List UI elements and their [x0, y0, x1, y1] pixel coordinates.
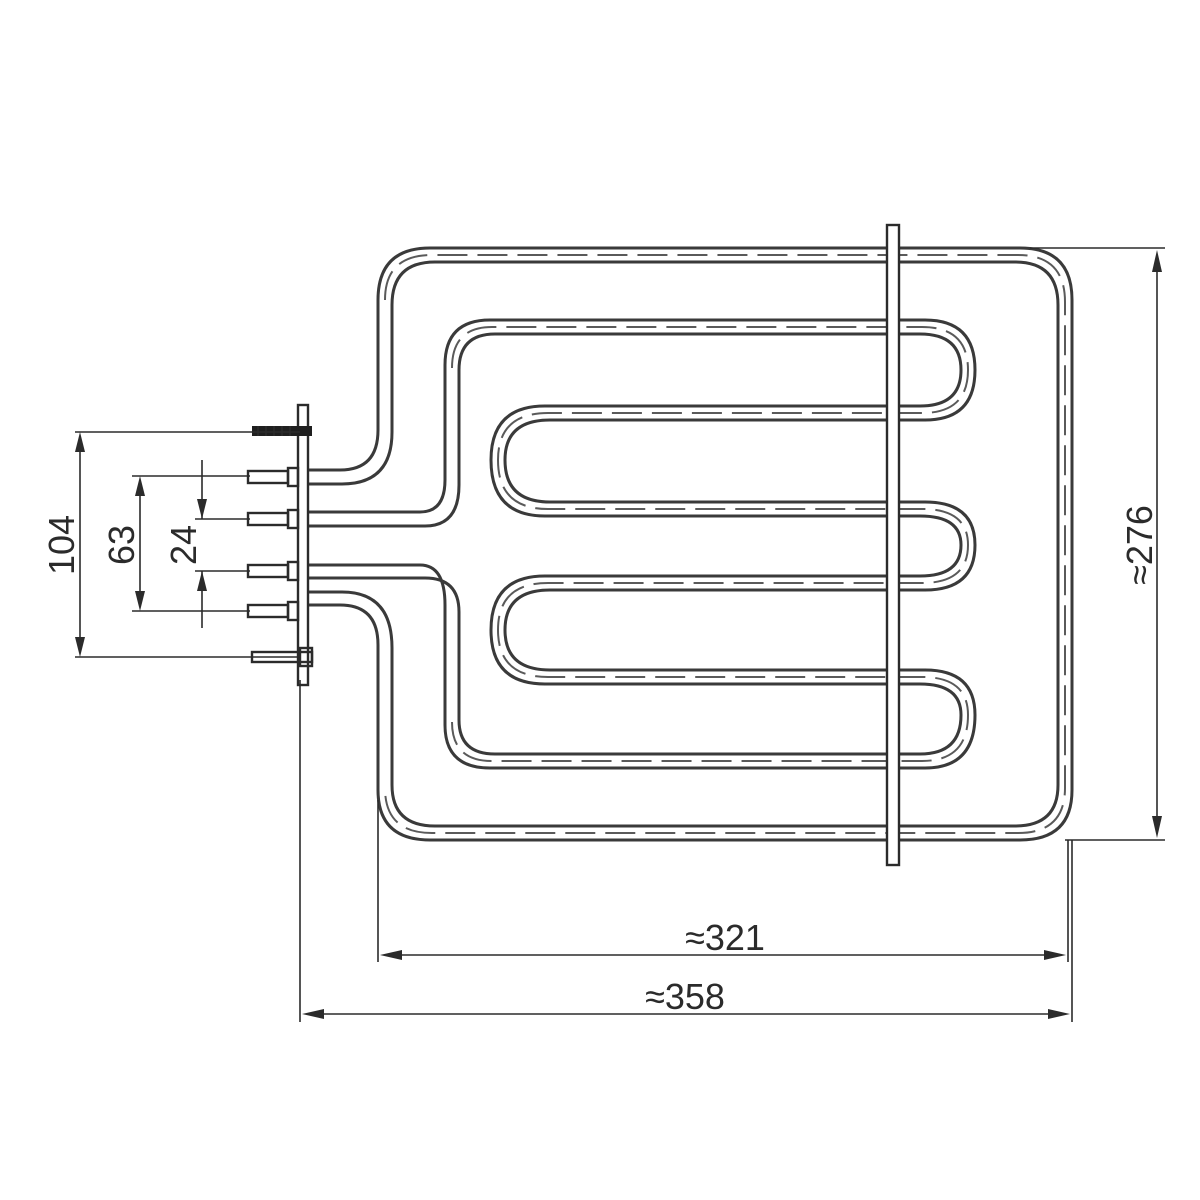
dimension-63 — [132, 475, 250, 612]
mounting-flange — [296, 403, 310, 687]
dimension-label-24: 24 — [163, 525, 204, 565]
dimension-276 — [1030, 247, 1165, 841]
terminal-pin-4 — [246, 600, 300, 622]
support-bracket — [885, 223, 901, 867]
dimension-358 — [299, 680, 1073, 1022]
dimension-label-276: ≈276 — [1119, 505, 1160, 585]
inner-serpentine-tube — [298, 318, 977, 770]
dimension-label-63: 63 — [101, 525, 142, 565]
dimension-24 — [195, 460, 250, 628]
dimension-label-358: ≈358 — [645, 976, 725, 1017]
terminal-pin-2 — [246, 508, 300, 530]
terminal-pin-3 — [246, 560, 300, 582]
terminal-stud-top — [252, 426, 312, 436]
dimension-321 — [377, 800, 1069, 962]
outer-tube-loop — [298, 246, 1074, 842]
dimension-label-321: ≈321 — [685, 917, 765, 958]
dimension-104 — [75, 431, 300, 658]
terminal-pin-1 — [246, 466, 300, 488]
dimension-label-104: 104 — [41, 515, 82, 575]
